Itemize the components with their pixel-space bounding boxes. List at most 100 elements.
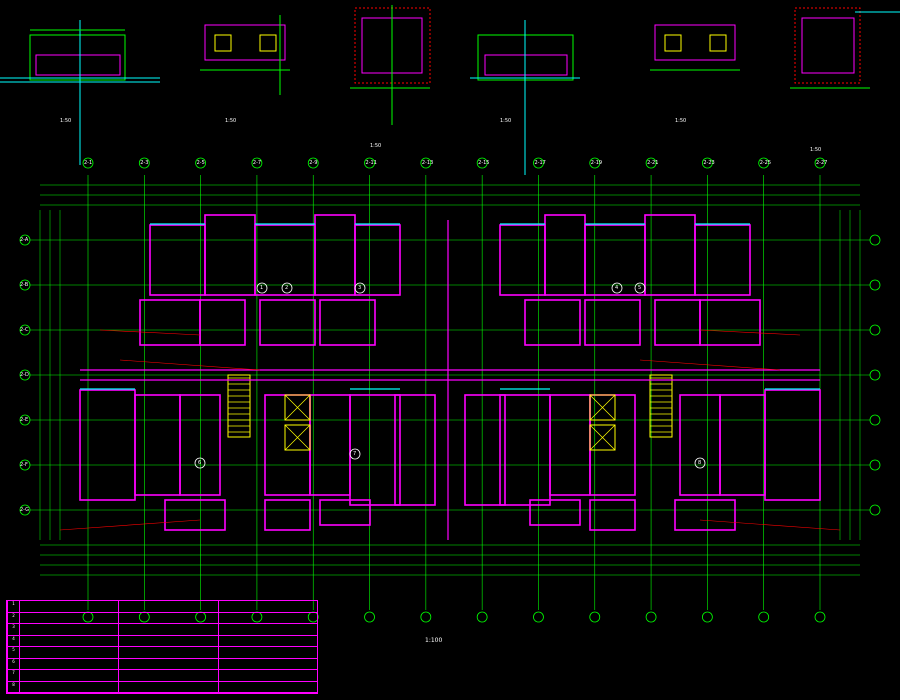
axis-bubble-top [589,157,601,169]
axis-label-top: 2-7 [252,160,262,166]
wall-room [524,299,581,346]
notes-cell [20,601,119,613]
axis-bubble-top [138,157,150,169]
unit-number-circle [611,282,623,294]
notes-cell [218,670,317,682]
detail-plan-5-scale: 1:50 [675,118,687,124]
elevator-shaft [589,424,616,451]
axis-bubble-bottom [758,611,770,623]
detail-plan-1 [0,20,160,165]
axis-label-top: 2-9 [309,160,318,166]
unit-number-circle [634,282,646,294]
wall-room [354,224,401,296]
unit-number-label: 5 [638,285,642,291]
detail-plan-6 [790,7,900,89]
notes-cell [20,613,119,624]
axis-bubble-right [869,369,881,381]
axis-bubble-left [19,324,31,336]
axis-bubble-top [645,157,657,169]
detail-plan-6-scale: 1:50 [810,147,822,153]
notes-cell [20,682,119,693]
detail-plan-5-title: 1:50 [675,118,686,124]
axis-label-top: 2-19 [590,160,603,166]
unit-number-label: 4 [615,285,619,291]
leader-line [639,359,781,371]
notes-col-1 [19,601,119,693]
axis-bubble-right [869,459,881,471]
axis-bubble-top [814,157,826,169]
wall-room [164,499,226,531]
axis-label-left: 2-F [20,462,28,468]
axis-label-left: 2-C [20,327,29,333]
wall-room [394,394,436,506]
wall-room [584,299,641,346]
main-plan-scale: 1:100 [425,637,443,644]
axis-bubble-bottom [364,611,375,623]
notes-index-cell: 5 [8,647,19,659]
notes-col-3 [217,601,317,693]
axis-label-top: 2-1 [84,160,93,166]
axis-bubble-top [82,157,94,169]
axis-bubble-right [869,504,881,516]
notes-index-cell: 2 [8,613,19,624]
notes-index-cell: 3 [8,624,19,636]
detail-plan-2 [200,15,290,95]
unit-number-label: 3 [358,285,362,291]
notes-index-cell: 4 [8,636,19,647]
notes-index-cell: 6 [8,659,19,670]
leader-line [99,329,201,336]
elevator-cross [284,424,311,451]
stair-well [227,374,251,438]
axis-label-left: 2-G [20,507,30,513]
axis-bubble-right [869,414,881,426]
unit-number-label: 8 [698,460,702,466]
notes-cell [20,659,119,670]
grid-axes [19,157,881,623]
notes-col-2 [118,601,218,693]
notes-cell [119,624,218,636]
axis-label-left: 2-B [20,282,29,288]
notes-cell [119,682,218,693]
notes-cell [119,601,218,613]
leader-line [699,329,801,336]
wall-room [319,499,371,526]
notes-cell [20,647,119,659]
axis-bubble-top [701,157,713,169]
leader-line [699,519,841,531]
elevator-cross [284,394,311,421]
axis-bubble-bottom [701,611,713,623]
dimension-lines [39,184,861,576]
wall-room [529,499,581,526]
elevator-shaft [284,424,311,451]
axis-bubble-bottom [589,611,601,623]
detail-plan-2-title: 1:50 [225,118,236,124]
axis-label-top: 2-13 [421,160,434,166]
wall-room [499,224,546,296]
axis-bubble-top [307,157,319,169]
axis-label-top: 2-17 [534,160,546,166]
detail-plan-1-title: 1:50 [60,118,71,124]
wall-room [319,299,376,346]
elevator-shaft [284,394,311,421]
axis-bubble-top [533,157,544,169]
wall-room [259,299,316,346]
axis-bubble-top [251,157,263,169]
wall-room [654,299,701,346]
notes-cell [119,670,218,682]
wall-room [264,499,311,531]
wall-room [179,394,221,496]
detail-plan-4-scale: 1:50 [500,118,512,124]
detail-plan-3-scale: 1:50 [370,143,382,149]
axis-label-top: 2-25 [759,160,772,166]
axis-bubble-left [19,279,31,291]
notes-cell [218,647,317,659]
axis-bubble-bottom [814,611,826,623]
notes-cell [119,647,218,659]
detail-plan-3-title: 1:50 [370,143,381,149]
detail-plan-4-title: 1:50 [500,118,511,124]
notes-index-cell: 8 [8,682,19,693]
unit-number-circle [694,457,706,469]
axis-bubble-left [19,459,31,471]
